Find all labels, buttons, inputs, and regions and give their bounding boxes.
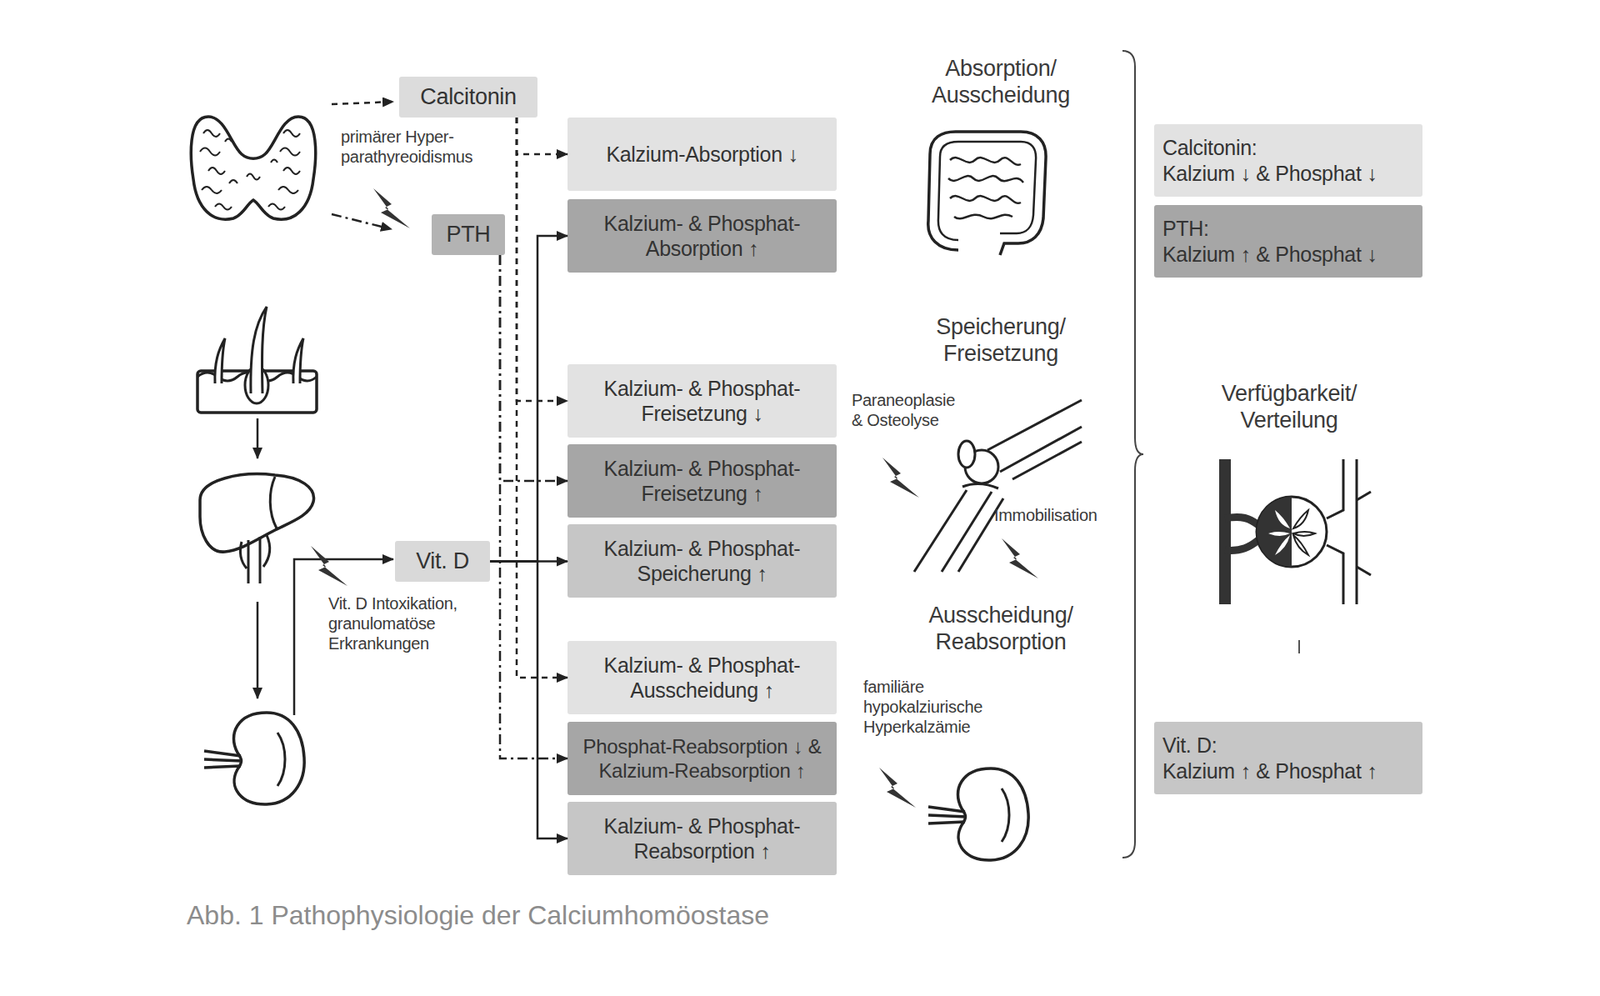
box-text: Phosphat-Reabsorption ↓ & Kalzium-Reabso…: [574, 734, 830, 784]
glomerulus-petals: [1293, 510, 1315, 555]
effect-connector: [500, 255, 568, 481]
box-text: Vit. D:: [1162, 732, 1218, 759]
patella: [958, 440, 975, 468]
skin-illustration: [197, 306, 317, 413]
effect-connector: [490, 560, 568, 563]
flow-arrow: [256, 418, 260, 459]
liver-vessels: [240, 535, 270, 584]
femur-lines: [987, 400, 1082, 480]
intestine-illustration: [928, 131, 1046, 255]
effect-connector: [490, 235, 568, 562]
box-text: Kalzium ↓ & Phosphat ↓: [1162, 160, 1377, 187]
glomerulus-petals: [1268, 510, 1290, 555]
box-text: Calcitonin: [420, 83, 517, 111]
condition-note: Vit. D Intoxikation, granulomatöse Erkra…: [328, 593, 508, 654]
section-heading: Speicherung/ Freisetzung: [913, 313, 1089, 368]
effect-connector: [516, 117, 568, 678]
hormone-box: Calcitonin: [399, 76, 538, 118]
box-text: Kalzium- & Phosphat-Freisetzung ↓: [574, 375, 830, 427]
kidney-illustration: [928, 768, 1029, 860]
section-heading: Absorption/ Ausscheidung: [913, 55, 1089, 110]
effect-box: Kalzium- & Phosphat-Freisetzung ↑: [567, 444, 837, 518]
liver-outline: [200, 474, 315, 552]
lightning-symbol: [1001, 538, 1039, 579]
box-text: PTH: [445, 220, 490, 249]
effect-box: Kalzium- & Phosphat-Absorption ↑: [567, 199, 837, 273]
afferent-vessel: [1219, 459, 1231, 605]
condition-note: familiäre hypokalziurische Hyperkalzämie: [863, 676, 1010, 737]
box-text: Kalzium- & Phosphat-Freisetzung ↑: [574, 455, 830, 507]
tube-branch: [1356, 491, 1371, 575]
efferent-tube: [1326, 459, 1357, 605]
summary-box: Calcitonin:Kalzium ↓ & Phosphat ↓: [1154, 124, 1423, 197]
box-text: Kalzium- & Phosphat-Reabsorption ↑: [574, 813, 830, 865]
effect-connector: [516, 117, 568, 401]
hair: [293, 338, 304, 384]
thyroid-texture: [200, 130, 300, 210]
small-intestine: [948, 157, 1024, 219]
box-text: Kalzium- & Phosphat-Ausscheidung ↑: [574, 652, 830, 704]
figure-caption: Abb. 1 Pathophysiologie der Calciumhomöo…: [186, 900, 770, 931]
tick-mark: [1298, 640, 1300, 654]
section-heading: Verfügbarkeit/ Verteilung: [1201, 380, 1377, 435]
hair: [215, 338, 225, 384]
tibia-lines: [914, 490, 1004, 572]
lightning-symbol: [882, 457, 920, 498]
effect-box: Kalzium- & Phosphat-Reabsorption ↑: [567, 801, 837, 875]
effect-connector: [490, 561, 568, 840]
thyroid-outline: [190, 116, 315, 220]
effect-box: Kalzium- & Phosphat-Freisetzung ↓: [567, 364, 837, 438]
hair: [250, 306, 267, 394]
lightning-symbol: [310, 545, 348, 586]
nephron-illustration: [1225, 459, 1371, 605]
effect-connector: [516, 117, 568, 155]
thyroid-illustration: [190, 116, 315, 220]
secretion-arrow: [331, 214, 392, 230]
effect-box: Phosphat-Reabsorption ↓ & Kalzium-Reabso…: [567, 721, 837, 795]
box-text: Kalzium- & Phosphat-Absorption ↑: [574, 210, 830, 262]
box-text: Kalzium- & Phosphat-Speicherung ↑: [574, 535, 830, 587]
condition-note: Immobilisation: [994, 505, 1128, 525]
colon-outline: [928, 131, 1046, 255]
summary-box: Vit. D:Kalzium ↑ & Phosphat ↑: [1154, 721, 1423, 795]
kidney-illustration: [204, 712, 305, 805]
box-text: Kalzium ↑ & Phosphat ↑: [1162, 758, 1377, 785]
tibia-plateau: [962, 483, 999, 489]
vessel-branch: [1225, 516, 1259, 550]
summary-box: PTH:Kalzium ↑ & Phosphat ↓: [1154, 205, 1423, 278]
effect-box: Kalzium- & Phosphat-Ausscheidung ↑: [567, 640, 837, 715]
box-text: PTH:: [1162, 215, 1210, 242]
glomerulus-half: [1256, 496, 1292, 567]
curly-bracket: [1122, 50, 1144, 858]
box-text: Kalzium-Absorption ↓: [605, 141, 798, 168]
secretion-arrow: [331, 101, 394, 105]
box-text: Kalzium ↑ & Phosphat ↓: [1162, 241, 1377, 268]
colon-inner: [938, 141, 1036, 240]
effect-connector: [500, 255, 568, 759]
knee-illustration: [914, 400, 1082, 572]
box-text: Calcitonin:: [1162, 135, 1257, 161]
hormone-box: Vit. D: [395, 540, 490, 582]
condition-note: Paraneoplasie & Osteolyse: [851, 390, 965, 430]
lightning-symbol: [879, 767, 916, 808]
glomerulus: [1256, 496, 1327, 567]
flow-arrow: [256, 601, 260, 699]
effect-box: Kalzium- & Phosphat-Speicherung ↑: [567, 524, 837, 598]
liver-illustration: [200, 474, 315, 584]
box-text: Vit. D: [415, 547, 470, 575]
effect-box: Kalzium-Absorption ↓: [567, 117, 837, 191]
condition-note: primärer Hyper-parathyreoidismus: [340, 126, 491, 167]
section-heading: Ausscheidung/ Reabsorption: [913, 601, 1089, 656]
liver-lobe: [270, 476, 277, 529]
lightning-symbol: [373, 188, 410, 229]
hormone-box: PTH: [431, 214, 505, 255]
